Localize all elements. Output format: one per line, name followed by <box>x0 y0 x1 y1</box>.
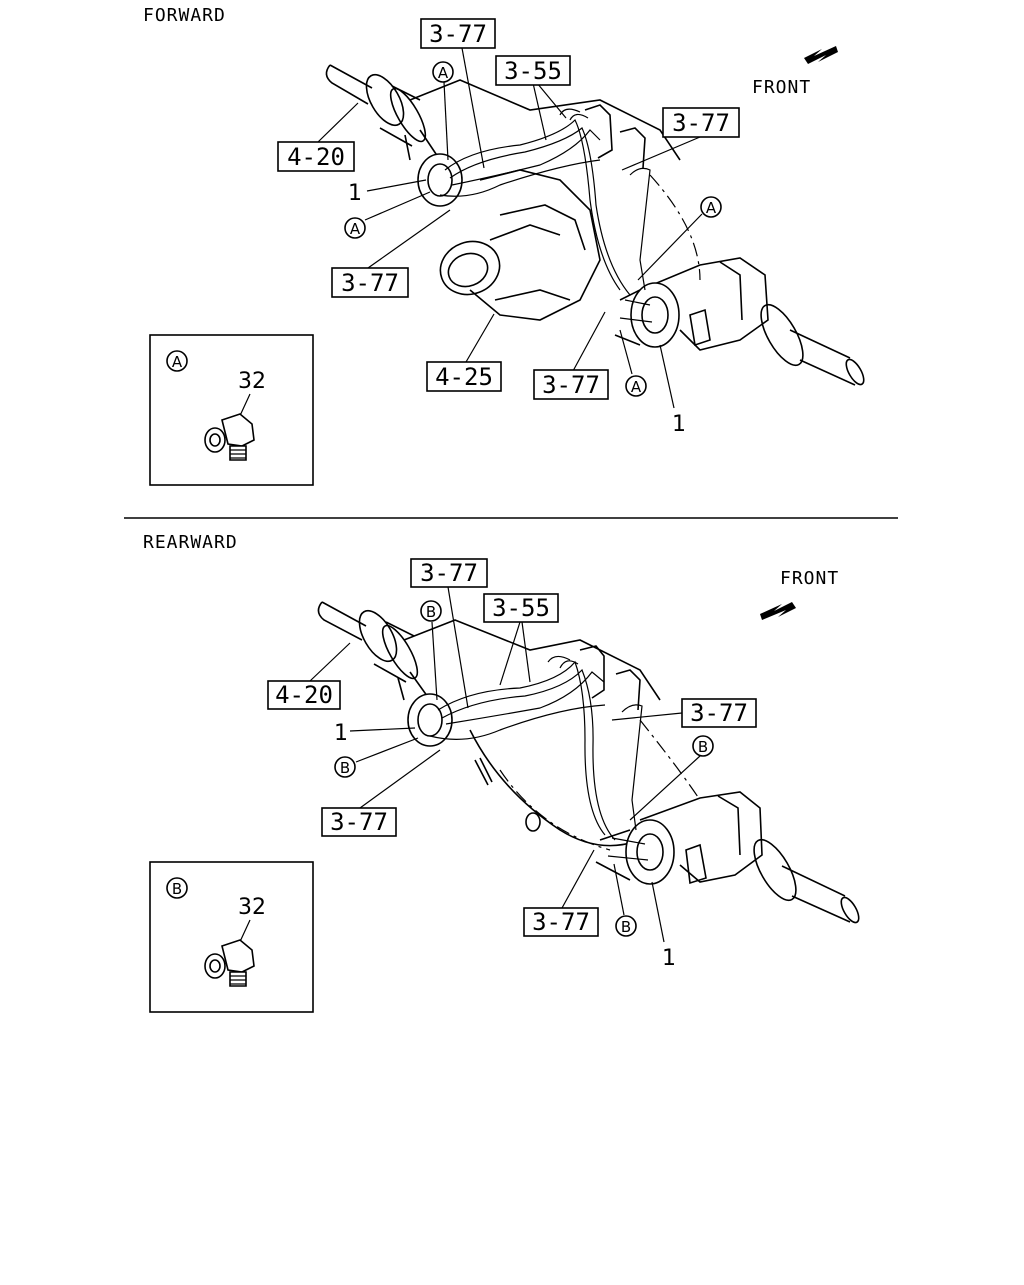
ref-number: 1 <box>662 946 676 971</box>
front-label: FRONT <box>780 568 839 589</box>
front-arrow-icon <box>760 602 796 620</box>
detail-marker: B <box>615 915 637 937</box>
ref-number: 1 <box>334 721 348 746</box>
svg-text:4-20: 4-20 <box>287 143 345 171</box>
section-title: FORWARD <box>143 5 226 26</box>
callout-4-20: 4-20 <box>267 680 341 710</box>
inset-part-number: 32 <box>238 369 266 394</box>
callout-3-55: 3-55 <box>483 593 559 623</box>
svg-text:B: B <box>340 759 350 777</box>
svg-text:A: A <box>172 353 183 371</box>
front-label: FRONT <box>752 77 811 98</box>
callout-3-77-right: 3-77 <box>681 698 757 728</box>
inset-detail-a: A 32 <box>149 334 314 486</box>
inset-detail-b: B 32 <box>149 861 314 1013</box>
leader-lines <box>317 47 703 409</box>
svg-text:3-77: 3-77 <box>690 699 748 727</box>
svg-text:3-77: 3-77 <box>420 559 478 587</box>
svg-text:3-77: 3-77 <box>341 269 399 297</box>
callout-3-77-bottom: 3-77 <box>533 369 609 400</box>
svg-text:3-77: 3-77 <box>532 908 590 936</box>
inset-part-number: 32 <box>238 895 266 920</box>
detail-marker: B <box>334 756 356 778</box>
svg-text:3-77: 3-77 <box>330 808 388 836</box>
ref-number: 1 <box>672 412 686 437</box>
callout-3-77-left: 3-77 <box>331 267 409 298</box>
svg-text:3-77: 3-77 <box>672 109 730 137</box>
svg-text:4-25: 4-25 <box>435 363 493 391</box>
callout-3-77-top: 3-77 <box>420 18 496 49</box>
axle-assembly-drawing <box>317 601 860 924</box>
callout-3-77-left: 3-77 <box>321 807 397 837</box>
svg-text:3-77: 3-77 <box>542 371 600 399</box>
svg-text:B: B <box>172 880 182 898</box>
svg-text:B: B <box>426 603 436 621</box>
svg-text:B: B <box>698 738 708 756</box>
svg-text:4-20: 4-20 <box>275 681 333 709</box>
front-arrow-icon <box>804 46 838 64</box>
svg-text:3-55: 3-55 <box>492 594 550 622</box>
svg-text:A: A <box>706 199 717 217</box>
callout-3-77-right: 3-77 <box>662 107 740 138</box>
svg-text:A: A <box>350 220 361 238</box>
ref-number: 1 <box>348 181 362 206</box>
axle-assembly-drawing <box>325 64 865 386</box>
svg-text:B: B <box>621 918 631 936</box>
callout-3-77-top: 3-77 <box>410 558 488 588</box>
elbow-fitting-icon <box>204 413 255 461</box>
svg-text:A: A <box>631 378 642 396</box>
detail-marker: A <box>700 196 722 218</box>
detail-marker: A <box>344 217 366 239</box>
svg-text:A: A <box>438 64 449 82</box>
callout-4-20: 4-20 <box>277 141 355 172</box>
leader-lines <box>309 586 701 943</box>
callout-3-55: 3-55 <box>495 55 571 86</box>
detail-marker: B <box>420 600 442 622</box>
elbow-fitting-icon <box>204 939 255 987</box>
forward-section: FORWARD FRONT <box>143 5 865 486</box>
detail-marker: A <box>432 61 454 83</box>
detail-marker: A <box>625 375 647 397</box>
section-title: REARWARD <box>143 532 238 553</box>
detail-marker: B <box>692 735 714 757</box>
callout-4-25: 4-25 <box>426 361 502 392</box>
svg-text:3-77: 3-77 <box>429 20 487 48</box>
callout-3-77-bottom: 3-77 <box>523 907 599 937</box>
svg-text:3-55: 3-55 <box>504 57 562 85</box>
rearward-section: REARWARD FRONT <box>143 532 860 1013</box>
